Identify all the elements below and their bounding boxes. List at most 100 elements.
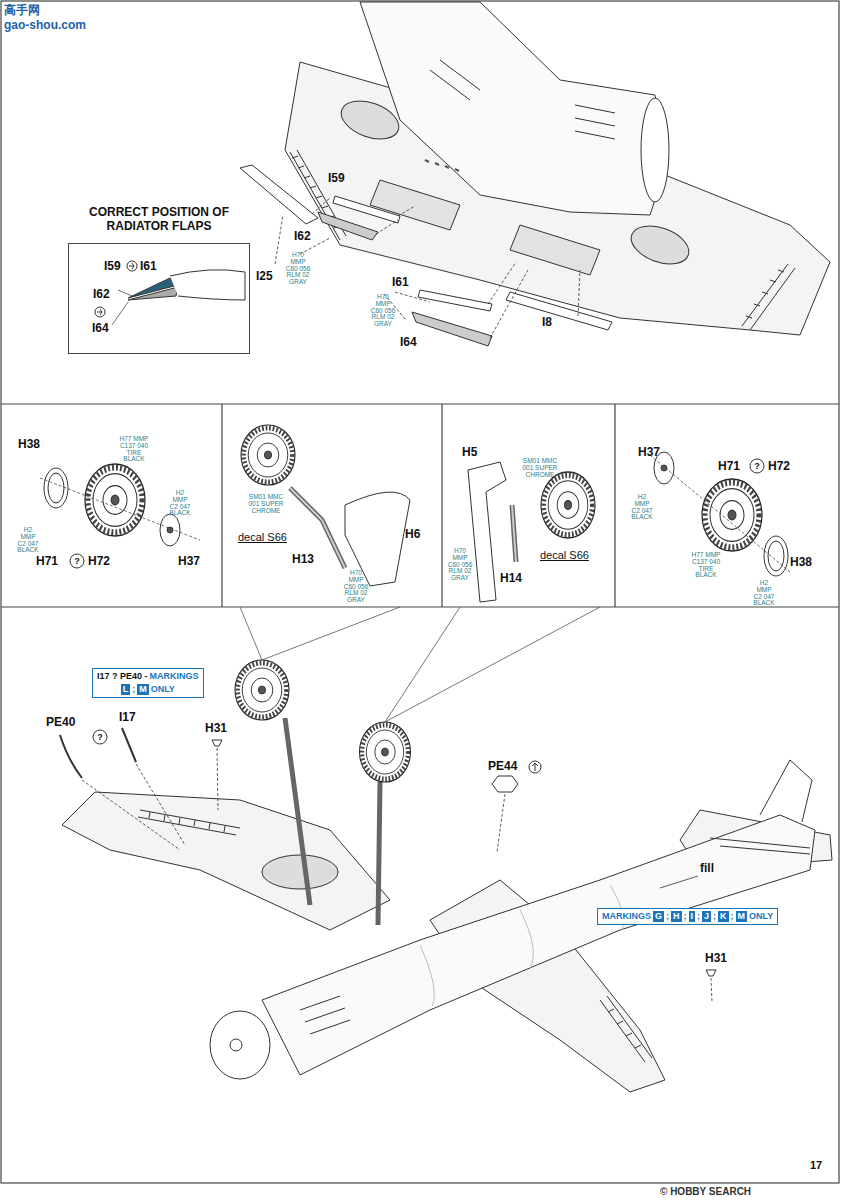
leader-line [660,876,698,888]
inset-illustration [127,261,137,271]
markings-note: ; [684,911,687,922]
landing-gear [235,660,289,720]
markings-note: ONLY [151,684,175,695]
part-number: PE44 [488,760,517,772]
aircraft-illustration [62,760,832,1092]
part-number: H37 [638,446,660,458]
wheel-assembly [764,536,788,576]
part-number: H38 [18,438,40,450]
part-number: H5 [462,446,477,458]
wing-illustration [742,264,795,330]
marking-letter: G [653,911,664,922]
small-part [122,728,136,762]
inset-illustration [170,270,245,300]
panel-frame [441,404,442,607]
leader-line [82,748,712,1002]
wheel-assembly [512,505,516,562]
markings-note: ; [132,684,135,695]
watermark: gao-shou.com [4,19,86,31]
paint-code: H70 MMP C60 056 RLM 02 GRAY [369,294,397,328]
landing-gear [360,722,411,782]
aircraft-illustration [62,792,390,930]
wheel-assembly [48,473,64,503]
part-number: I59 [328,172,345,184]
part-number: H72 [768,460,790,472]
question-mark: ? [754,462,760,471]
part-number: I17 [119,711,136,723]
aircraft-illustration [300,996,350,1034]
flap-part [333,196,400,223]
part-number: PE40 [46,716,75,728]
part-number: I61 [392,276,409,288]
panel-frame [221,404,222,607]
aircraft-illustration [420,885,624,1006]
part-number: H31 [205,722,227,734]
part-number: I62 [93,288,110,300]
aircraft-illustration [608,1009,641,1048]
wheel-assembly [40,478,200,540]
wheel-assembly [44,468,68,508]
wing-illustration [360,2,668,215]
inset-heading: CORRECT POSITION OF RADIATOR FLAPS [89,206,229,234]
small-part [706,970,716,976]
wing-illustration [626,219,694,271]
wheel-assembly [290,488,345,568]
markings-note: ; [731,911,734,922]
aircraft-illustration [710,838,810,854]
markings-note: ; [713,911,716,922]
paint-code: H2 MMP C2 047 BLACK [752,580,776,607]
marking-letter: M [736,911,748,922]
landing-gear [378,782,380,925]
wing-illustration [425,160,459,171]
part-number: I64 [92,322,109,334]
wheel-assembly [750,459,764,473]
part-number: H71 [718,460,740,472]
flap-part [412,312,492,346]
markings-note: I17 ? PE40 - [97,671,148,682]
callout-bubble [240,607,600,722]
callout-bubble [240,607,600,722]
inset-illustration [95,307,105,317]
part-number: I62 [294,230,311,242]
markings-box: I17 ? PE40 -MARKINGSL;MONLY [92,668,204,698]
aircraft-illustration [262,815,815,1075]
markings-note: ; [666,911,669,922]
leader-line [275,215,430,320]
inset-illustration [97,309,102,315]
flap-part [318,212,378,240]
wheel-assembly [70,554,84,568]
panel-frame [1,606,839,607]
question-mark: ? [74,557,80,566]
paint-code: H2 MMP C2 047 BLACK [630,494,654,521]
part-number: H31 [705,952,727,964]
inset-illustration [128,287,178,300]
wheel-assembly [541,472,595,538]
leader-line [312,198,580,338]
watermark: 高手网 [4,4,40,16]
panel-frame [614,404,615,607]
markings-note: MARKINGS [602,911,651,922]
aircraft-illustration [149,812,225,832]
wheel-assembly [702,479,762,551]
decal-reference: decal S66 [238,532,287,543]
paint-code: H2 MMP C2 047 BLACK [16,527,40,554]
part-number: I64 [400,336,417,348]
part-number: I8 [542,316,552,328]
paint-code: H70 MMP C60 056 RLM 02 GRAY [446,548,474,582]
wing-illustration [641,98,669,202]
inset-illustration [95,261,245,325]
markings-note: ONLY [749,911,773,922]
flap-part [418,290,492,311]
landing-gear [235,660,411,925]
paint-code: H70 MMP C60 056 RLM 02 GRAY [342,570,370,604]
small-part [60,735,82,778]
wheel-assembly [241,425,295,485]
aircraft-illustration [262,855,338,889]
part-number: H13 [292,553,314,565]
inset-panel: CORRECT POSITION OF RADIATOR FLAPS [68,206,250,354]
wing-illustration [430,60,615,139]
text-row: MARKINGSG;H;I;J;K;MONLY [602,911,773,922]
part-number: H38 [790,556,812,568]
